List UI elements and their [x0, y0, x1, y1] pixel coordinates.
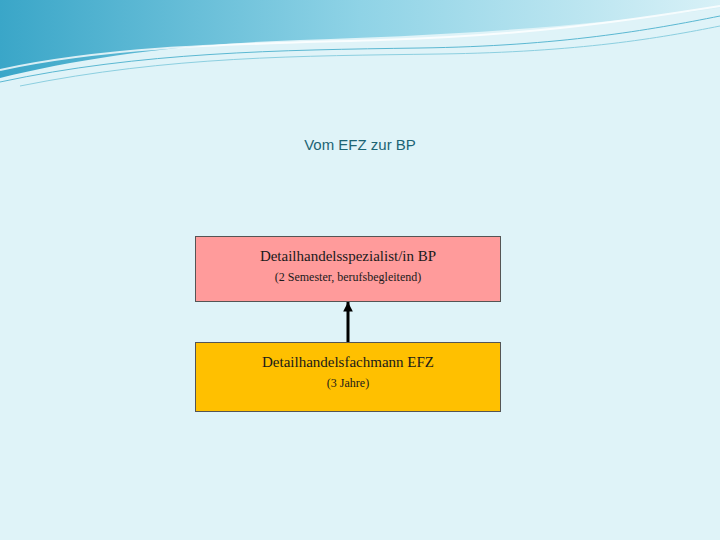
- box-note: (3 Jahre): [204, 375, 492, 391]
- box-note: (2 Semester, berufsbegleitend): [204, 269, 492, 285]
- box-heading: Detailhandelsfachmann EFZ: [204, 353, 492, 372]
- process-box: Detailhandelsfachmann EFZ (3 Jahre): [195, 342, 501, 412]
- wave-line: [20, 26, 720, 86]
- process-box: Detailhandelsspezialist/in BP (2 Semester…: [195, 236, 501, 302]
- wave-line: [0, 6, 720, 70]
- wave-band: [0, 0, 720, 78]
- box-heading: Detailhandelsspezialist/in BP: [204, 247, 492, 266]
- wave-line: [0, 16, 720, 82]
- diagram-title: Vom EFZ zur BP: [0, 136, 720, 153]
- arrow-connector: [347, 302, 350, 342]
